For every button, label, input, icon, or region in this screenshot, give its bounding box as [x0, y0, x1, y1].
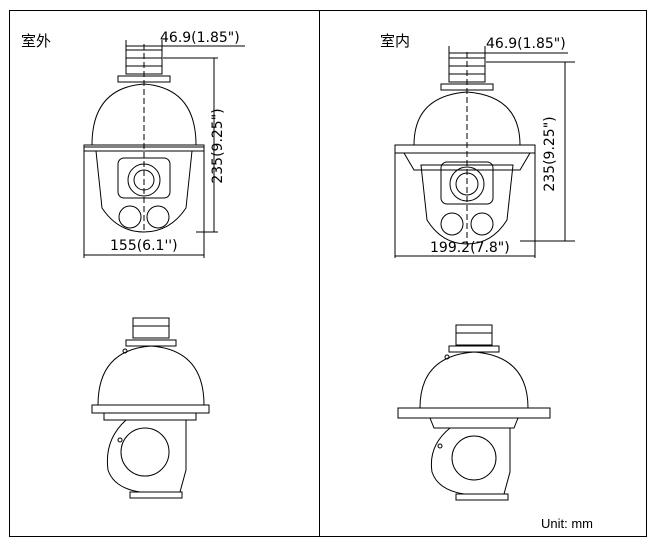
- outdoor-top-width-label: 46.9(1.85"): [160, 30, 240, 46]
- outdoor-title: 室外: [21, 32, 52, 50]
- indoor-title: 室内: [380, 32, 411, 50]
- outdoor-base-width-label: 155(6.1''): [110, 238, 178, 254]
- panel-divider: [319, 10, 320, 537]
- indoor-top-width-label: 46.9(1.85"): [486, 36, 566, 52]
- outdoor-side-camera: [91, 317, 210, 499]
- diagram-frame: [9, 10, 647, 537]
- outdoor-height-label: 235(9.25"): [210, 108, 226, 184]
- indoor-base-width-label: 199.2(7.8"): [430, 240, 510, 256]
- unit-note: Unit: mm: [541, 516, 593, 531]
- indoor-side-camera: [397, 324, 551, 501]
- indoor-front-camera: [394, 52, 536, 245]
- outdoor-front-camera: [83, 44, 205, 233]
- indoor-height-label: 235(9.25"): [542, 116, 558, 192]
- outdoor-dimension-lines: [83, 40, 245, 258]
- indoor-dimension-lines: [394, 46, 575, 258]
